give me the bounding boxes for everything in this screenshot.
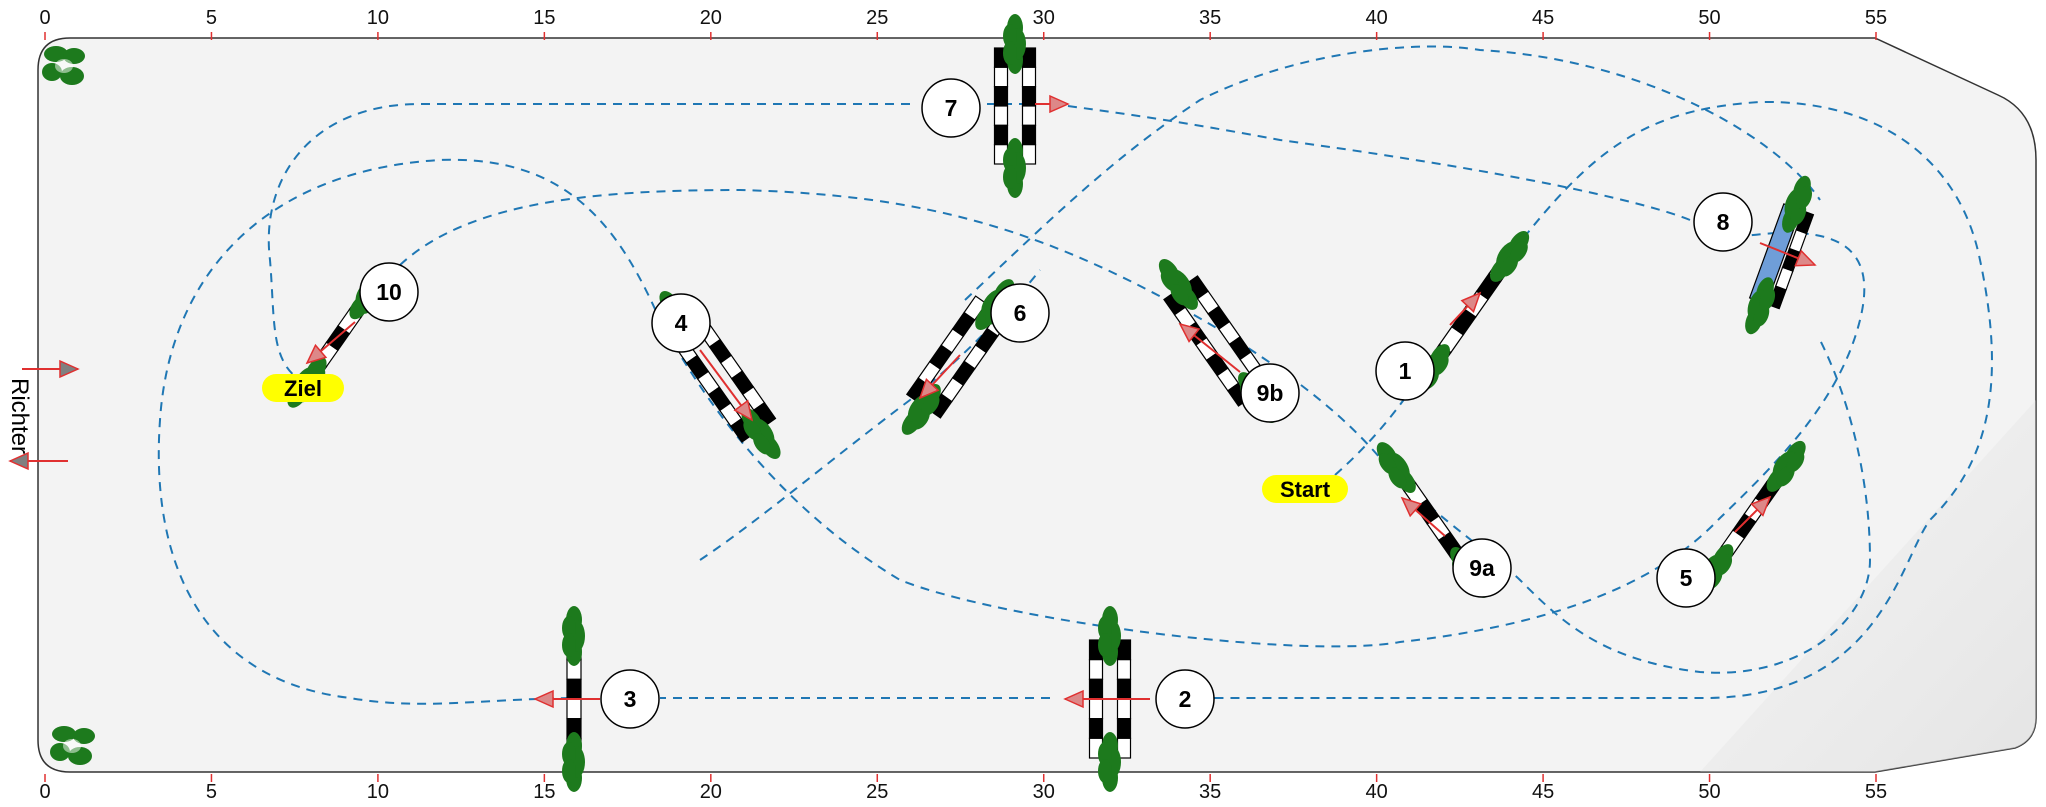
jump-number-9a: 9a <box>1452 538 1512 598</box>
scale-tick-label: 35 <box>1199 781 1221 802</box>
bottom-scale: 0 5 10 15 20 25 30 35 40 45 50 55 <box>39 774 1887 803</box>
scale-tick-label: 15 <box>533 7 555 29</box>
scale-tick-label: 10 <box>367 7 389 29</box>
corner-plant-top-left <box>42 46 85 85</box>
svg-text:8: 8 <box>1717 209 1730 235</box>
jump-3[interactable] <box>562 606 585 792</box>
direction-arrow-7 <box>1035 94 1070 114</box>
scale-tick-label: 45 <box>1532 781 1554 802</box>
svg-text:4: 4 <box>675 310 688 336</box>
jump-number-3: 3 <box>600 669 660 729</box>
jump-number-7: 7 <box>921 78 981 138</box>
svg-text:2: 2 <box>1179 686 1192 712</box>
svg-text:9b: 9b <box>1257 380 1284 406</box>
corner-plant-bottom-left <box>50 726 95 765</box>
svg-text:5: 5 <box>1680 565 1693 591</box>
finish-label: Ziel <box>262 374 344 402</box>
scale-tick-label: 20 <box>700 781 722 802</box>
svg-text:7: 7 <box>945 95 958 121</box>
scale-tick-label: 45 <box>1532 7 1554 29</box>
svg-text:10: 10 <box>376 279 402 305</box>
direction-arrow-9b <box>1178 322 1241 373</box>
jump-number-1: 1 <box>1375 341 1435 401</box>
jump-5[interactable] <box>1688 436 1814 602</box>
svg-text:6: 6 <box>1014 300 1027 326</box>
direction-arrow-1 <box>1449 291 1482 326</box>
jump-8[interactable] <box>1738 172 1825 341</box>
scale-tick-label: 50 <box>1698 781 1720 802</box>
direction-arrow-9a <box>1400 496 1446 537</box>
svg-text:9a: 9a <box>1469 555 1495 581</box>
svg-text:Ziel: Ziel <box>284 376 322 401</box>
direction-arrow-4 <box>699 349 754 422</box>
jump-number-9b: 9b <box>1240 363 1300 423</box>
svg-text:Start: Start <box>1280 477 1331 502</box>
judge-label: Richter <box>6 378 33 454</box>
arena-outline <box>37 37 2037 773</box>
svg-text:1: 1 <box>1399 358 1412 384</box>
scale-tick-label: 40 <box>1366 781 1388 802</box>
scale-tick-label: 40 <box>1366 7 1388 29</box>
scale-tick-label: 25 <box>866 7 888 29</box>
jump-number-10: 10 <box>359 262 419 322</box>
direction-arrow-10 <box>305 321 356 365</box>
jump-number-6: 6 <box>990 283 1050 343</box>
jump-number-2: 2 <box>1155 669 1215 729</box>
judge-marker: Richter <box>6 359 80 471</box>
top-scale: 0 5 10 15 20 25 30 35 40 45 50 55 <box>39 7 1887 40</box>
scale-tick-label: 55 <box>1865 7 1887 29</box>
jump-number-5: 5 <box>1656 548 1716 608</box>
scale-tick-label: 20 <box>700 7 722 29</box>
jump-7[interactable] <box>993 14 1037 198</box>
direction-arrow-8 <box>1759 242 1817 267</box>
scale-tick-label: 30 <box>1033 7 1055 29</box>
scale-tick-label: 0 <box>39 781 50 802</box>
scale-tick-label: 15 <box>533 781 555 802</box>
scale-tick-label: 10 <box>367 781 389 802</box>
scale-tick-label: 50 <box>1698 7 1720 29</box>
scale-tick-label: 35 <box>1199 7 1221 29</box>
scale-tick-label: 0 <box>39 7 50 29</box>
svg-text:3: 3 <box>624 686 637 712</box>
start-label: Start <box>1262 475 1348 503</box>
scale-tick-label: 25 <box>866 781 888 802</box>
direction-arrow-6 <box>918 354 961 400</box>
scale-tick-label: 5 <box>206 781 217 802</box>
jump-2[interactable] <box>1088 606 1132 792</box>
scale-tick-label: 55 <box>1865 781 1887 802</box>
direction-arrow-2 <box>1063 689 1150 709</box>
scale-tick-label: 30 <box>1033 781 1055 802</box>
jump-number-8: 8 <box>1693 192 1753 252</box>
jump-6[interactable] <box>887 268 1028 446</box>
jump-number-4: 4 <box>651 293 711 353</box>
scale-tick-label: 5 <box>206 7 217 29</box>
direction-arrow-5 <box>1734 495 1772 533</box>
direction-arrow-3 <box>533 689 600 709</box>
